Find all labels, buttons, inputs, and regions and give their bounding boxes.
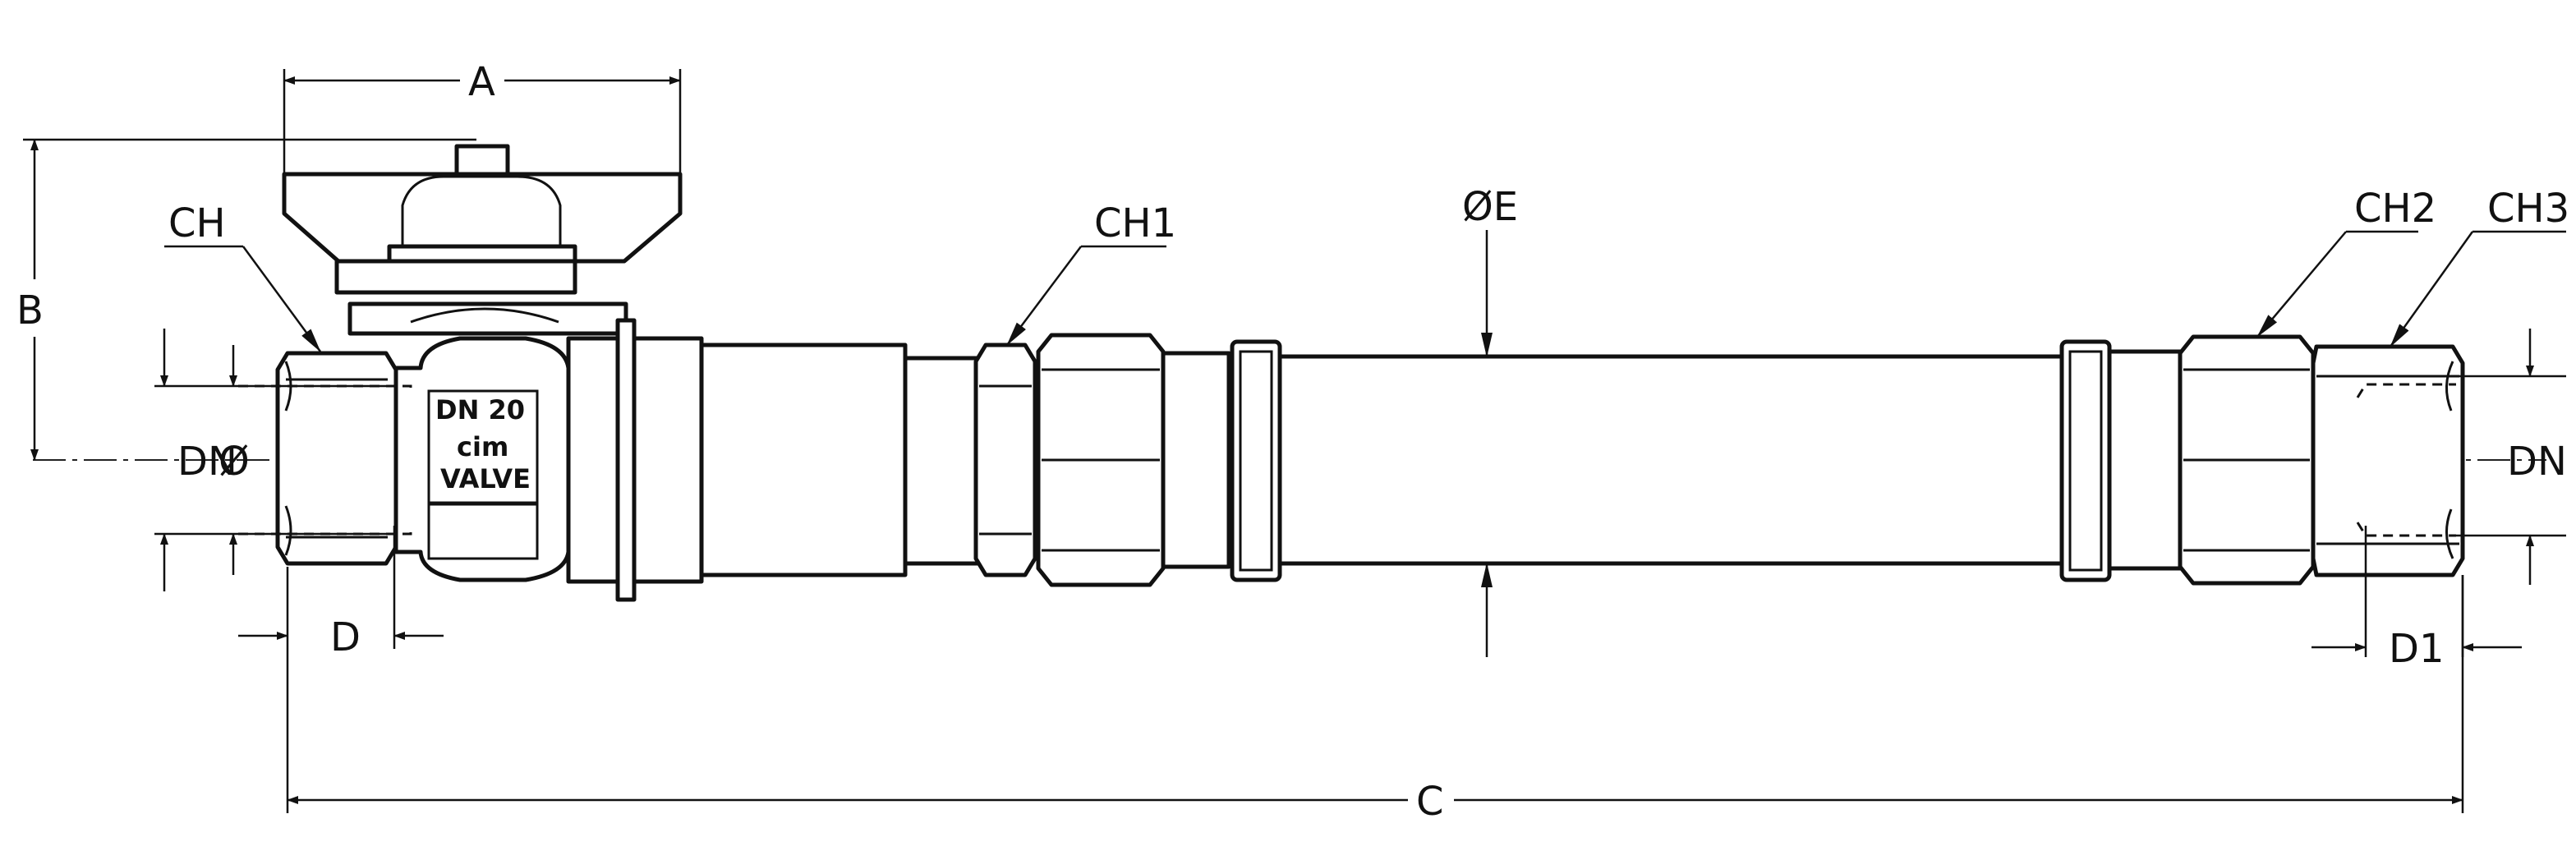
callout-ch3: CH3: [2389, 186, 2569, 347]
flange-ring: [615, 318, 637, 602]
body-marking-size: DN 20: [435, 394, 525, 425]
nut-ch3: [2311, 344, 2465, 577]
callout-ch2: CH2: [2256, 186, 2436, 338]
body-marking-word: VALVE: [440, 463, 531, 494]
nut-ch1: [973, 333, 1231, 587]
handle-bolt: [454, 144, 510, 178]
dimension-c: C: [286, 567, 2464, 825]
dimension-o: Ø: [218, 345, 250, 575]
dimension-dn-left-label: DN: [177, 439, 237, 485]
dimension-a: A: [283, 59, 682, 174]
dimension-oe: ØE: [1462, 184, 1518, 657]
callout-ch: CH: [164, 200, 322, 352]
dimension-d: D: [238, 526, 444, 660]
dimension-a-label: A: [468, 59, 495, 105]
callout-ch3-label: CH3: [2487, 186, 2569, 232]
dimension-oe-label: ØE: [1462, 184, 1518, 230]
dimension-dn-left: DN: [154, 329, 394, 591]
callout-ch2-label: CH2: [2354, 186, 2436, 232]
dimension-b-label: B: [16, 287, 44, 333]
callout-ch-label: CH: [168, 200, 226, 246]
dimension-d-label: D: [330, 614, 361, 660]
flange-coupling: [566, 318, 980, 602]
dimension-d1-label: D1: [2389, 626, 2445, 672]
body-marking-brand: cim: [457, 431, 508, 462]
dimension-b: B: [16, 138, 476, 461]
callout-ch1: CH1: [1006, 200, 1176, 346]
callout-ch1-label: CH1: [1094, 200, 1176, 246]
dimension-dn-right: DN: [2456, 329, 2567, 585]
nut-ch2: [2178, 334, 2316, 586]
dimension-c-label: C: [1416, 779, 1444, 825]
dimension-dn-right-label: DN: [2507, 439, 2567, 485]
flexible-hose: [1230, 339, 2183, 582]
valve-body: DN 20 cim VALVE: [386, 336, 577, 582]
left-nut: [238, 351, 398, 566]
valve-handle: [282, 144, 683, 336]
dimension-o-label: Ø: [218, 439, 250, 485]
